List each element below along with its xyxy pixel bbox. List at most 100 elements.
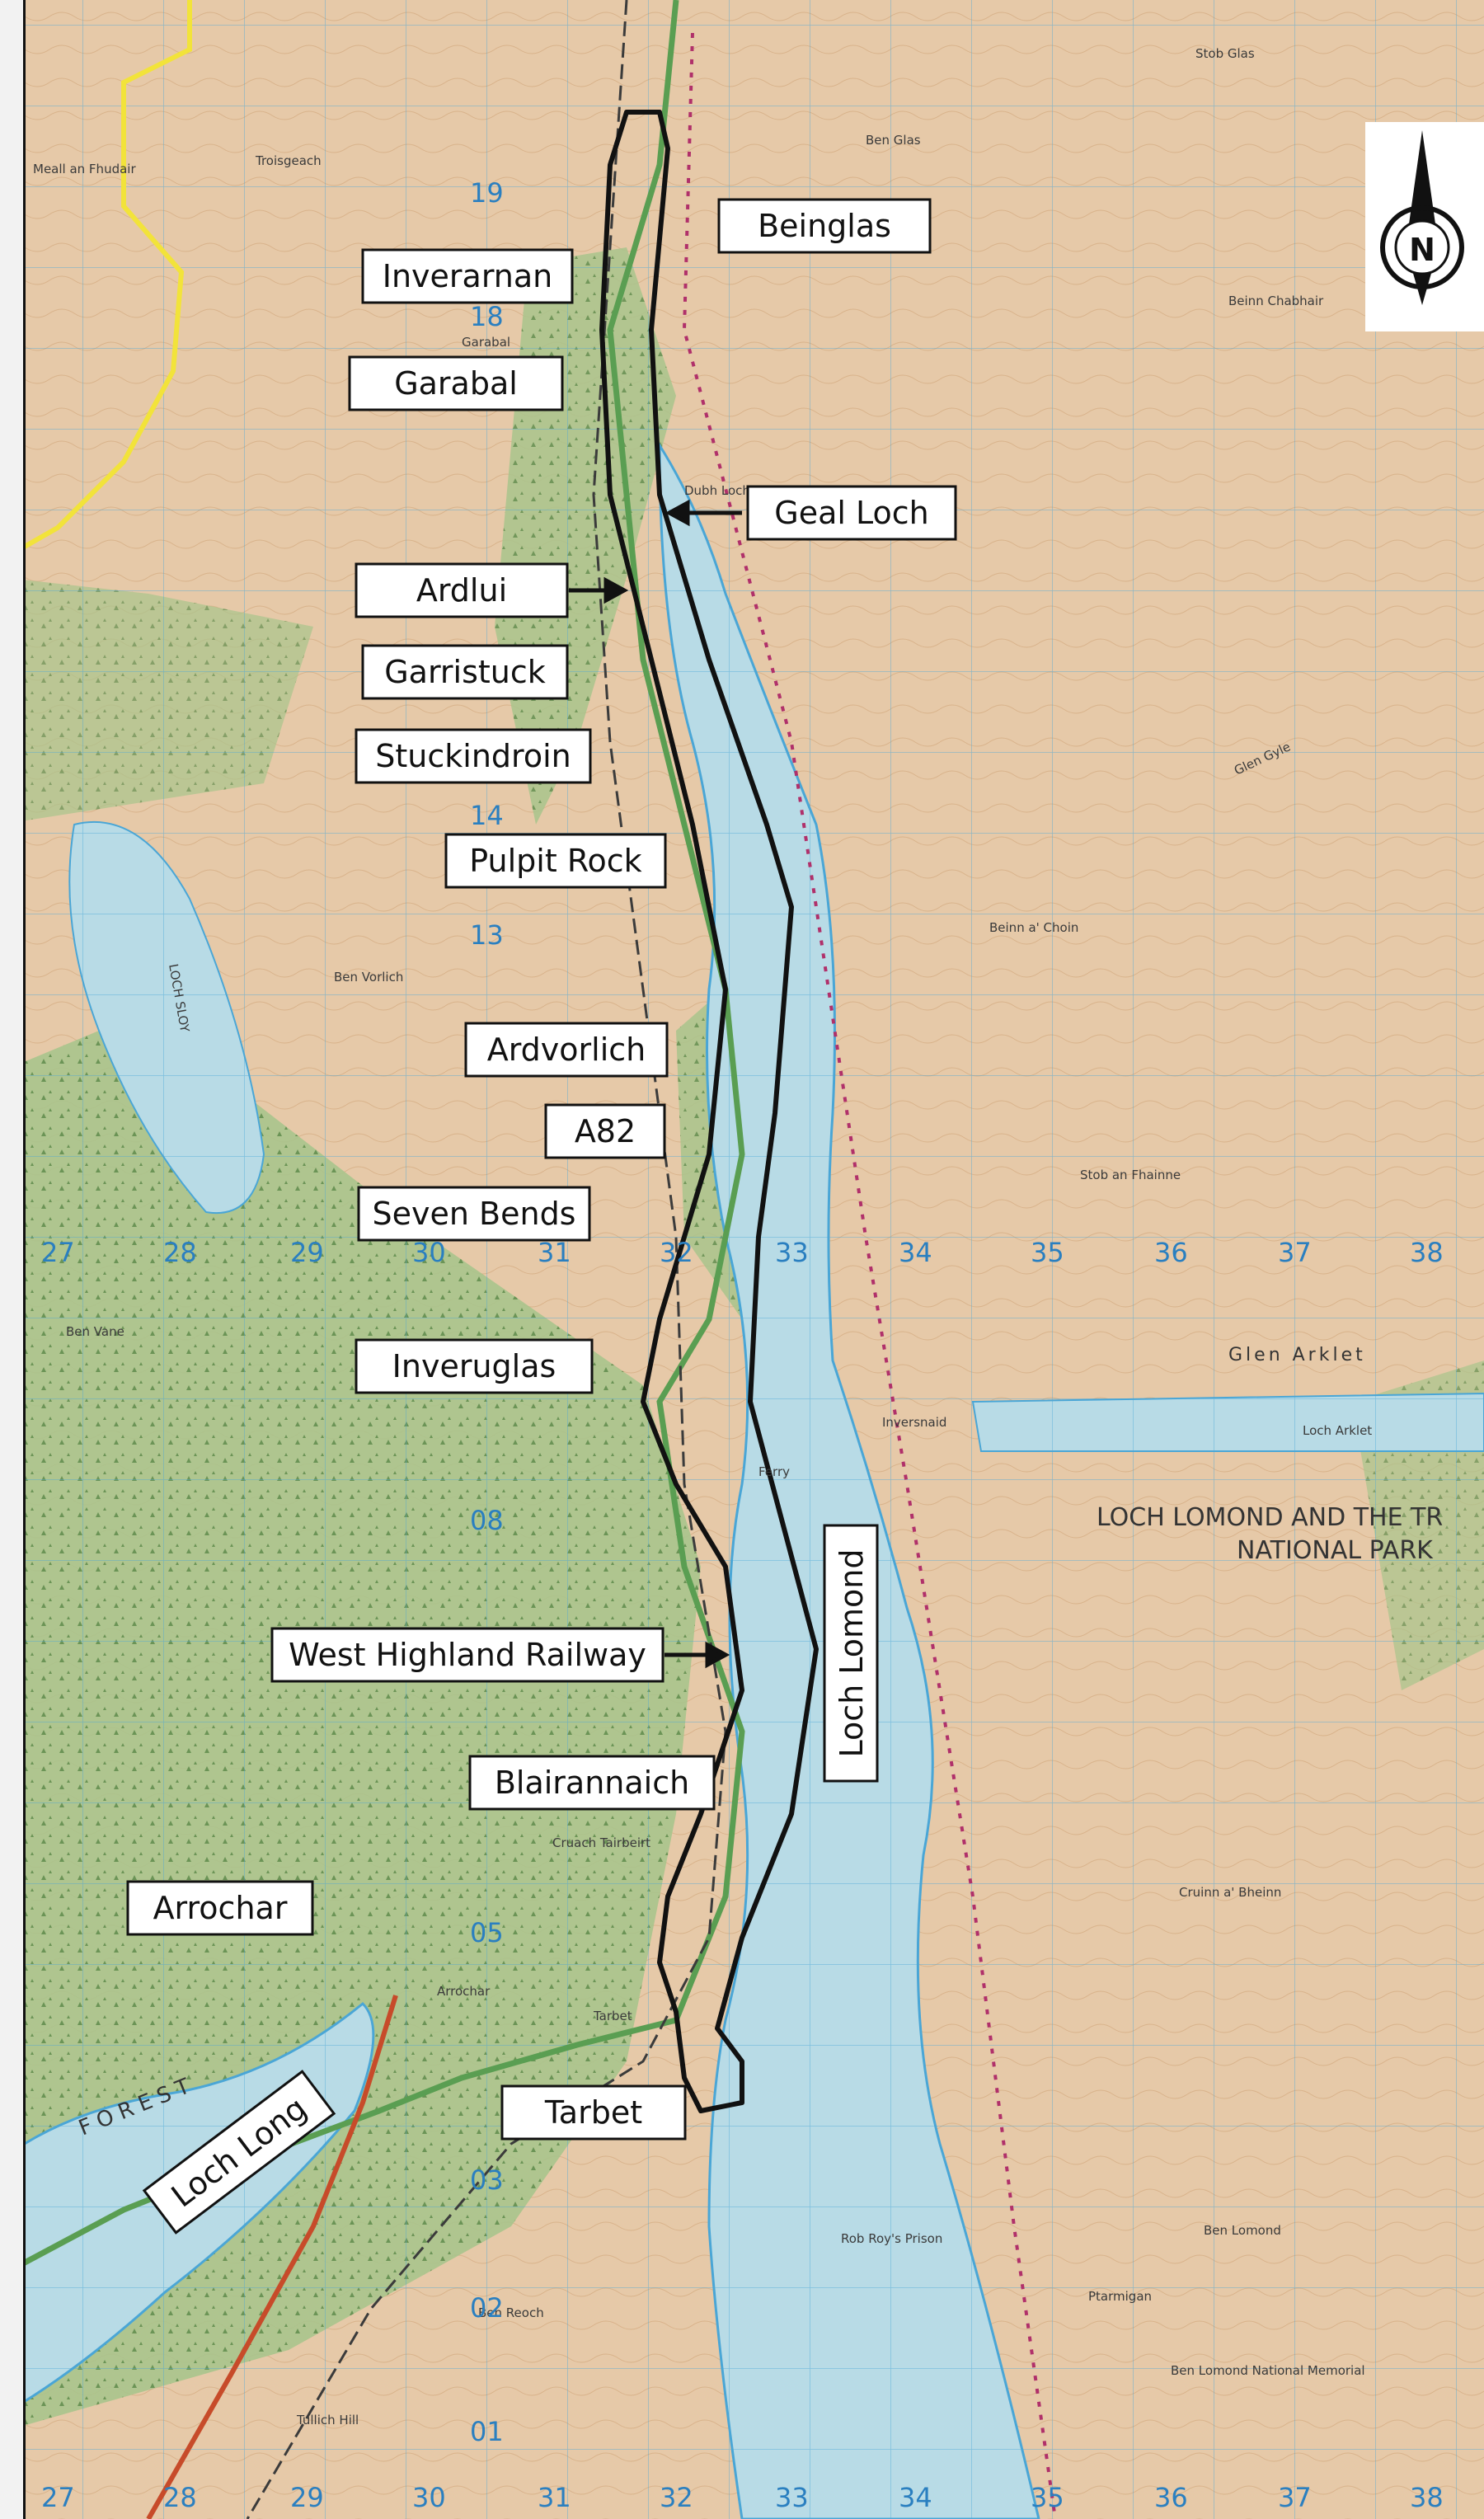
grid-easting-label: 34 [899,1237,932,1268]
ben-reoch-label: Ben Reoch [478,2305,544,2320]
grid-northing-label: 02 [470,2292,504,2324]
callout-garabal: Garabal [348,355,564,411]
grid-northing-label: 08 [470,1505,504,1536]
callout-label: Tarbet [544,2094,642,2131]
grid-northing-label: 13 [470,919,504,951]
cruinn-a-bheinn-label: Cruinn a' Bheinn [1179,1885,1281,1900]
grid-numbers: 2727282829293030313132323333343435353636… [41,177,1444,2513]
grid-easting-label: 27 [41,2482,75,2513]
ben-vane-label: Ben Vane [66,1324,124,1339]
grid-northing-label: 05 [470,1917,504,1948]
grid-easting-label: 28 [163,1237,197,1268]
grid-easting-label: 37 [1278,2482,1312,2513]
grid-easting-label: 35 [1031,2482,1064,2513]
callout-label: Loch Lomond [834,1549,870,1757]
glen-arklet-label: Glen Arklet [1228,1345,1366,1365]
callout-label: Ardlui [416,572,507,609]
callout-label: Arrochar [153,1890,288,1926]
grid-easting-label: 38 [1410,1237,1444,1268]
grid-easting-label: 36 [1154,1237,1188,1268]
grid-easting-label: 38 [1410,2482,1444,2513]
grid-easting-label: 32 [660,1237,693,1268]
callout-label: Garabal [394,365,518,402]
callout-ardvorlich: Ardvorlich [464,1022,669,1078]
callout-label: Blairannaich [495,1765,689,1801]
callout-a82: A82 [544,1103,666,1159]
left-frame [0,0,23,2519]
west-highland-way [682,32,1057,2519]
grid-easting-label: 33 [775,1237,809,1268]
ben-glas-label: Ben Glas [866,133,921,148]
grid-easting-label: 30 [412,2482,446,2513]
ben-lomond-label: Ben Lomond [1204,2223,1281,2238]
study-route-outline [599,110,819,2113]
callout-label: A82 [575,1113,636,1149]
grid-easting-label: 32 [660,2482,693,2513]
compass: N [1365,122,1484,331]
callout-seven-bends: Seven Bends [357,1186,591,1242]
callout-label: Garristuck [384,654,546,690]
callout-beinglas: Beinglas [717,198,932,254]
tarbet-town-label: Tarbet [593,2009,632,2023]
callout-label: Inverarnan [383,258,552,294]
callout-geal-loch: Geal Loch [746,485,957,541]
grid-easting-label: 35 [1031,1237,1064,1268]
ferry-label: Ferry [758,1464,790,1479]
grid-northing-label: 14 [470,800,504,831]
grid-easting-label: 30 [412,1237,446,1268]
grid-easting-label: 37 [1278,1237,1312,1268]
callout-label: Geal Loch [774,495,928,531]
callout-label: Ardvorlich [487,1032,646,1068]
callout-stuckindroin: Stuckindroin [355,728,592,784]
troisgeach-label: Troisgeach [255,153,322,168]
callout-ardlui: Ardlui [355,562,569,618]
grid-easting-label: 29 [290,2482,324,2513]
ben-vorlich-label: Ben Vorlich [334,970,403,985]
park-label-line1: LOCH LOMOND AND THE TR [1097,1503,1443,1532]
railway-arrowhead [705,1641,730,1669]
callout-inveruglas: Inveruglas [355,1338,594,1394]
compass-letter: N [1409,232,1435,268]
callout-label: Beinglas [758,208,891,244]
grid-easting-label: 28 [163,2482,197,2513]
callout-tarbet: Tarbet [500,2084,687,2141]
grid-easting-label: 36 [1154,2482,1188,2513]
tullich-hill-label: Tullich Hill [296,2413,359,2427]
inversnaid-label: Inversnaid [882,1415,946,1430]
arrochar-town-label: Arrochar [437,1984,491,1999]
stob-an-fhainne-label: Stob an Fhainne [1080,1168,1181,1182]
callout-arrochar: Arrochar [126,1880,314,1936]
garabal-hill-label: Garabal [462,335,510,350]
grid-easting-label: 31 [538,2482,571,2513]
callout-label: Pulpit Rock [469,843,641,879]
callout-garristuck: Garristuck [361,644,569,700]
park-boundary [0,0,192,563]
grid-northing-label: 01 [470,2416,504,2447]
meall-an-fhudair-label: Meall an Fhudair [33,162,136,176]
grid-easting-label: 27 [41,1237,75,1268]
cruach-tairbeirt-label: Cruach Tairbeirt [552,1835,650,1850]
left-frame-line [23,0,26,2519]
callout-loch-lomond: Loch Lomond [823,1524,879,1783]
park-label-line2: NATIONAL PARK [1237,1536,1434,1565]
callout-label: Stuckindroin [375,738,571,774]
ben-lomond-memorial-label: Ben Lomond National Memorial [1171,2363,1365,2378]
grid-easting-label: 34 [899,2482,932,2513]
callout-blairannaich: Blairannaich [468,1755,716,1811]
grid-easting-label: 29 [290,1237,324,1268]
grid-northing-label: 03 [470,2164,504,2196]
a83-road [146,1995,398,2519]
beinn-a-choin-label: Beinn a' Choin [989,920,1078,935]
a82-road [0,0,745,2279]
beinn-chabhair-label: Beinn Chabhair [1228,294,1324,308]
callout-west-highland-railway: West Highland Railway [270,1627,665,1683]
railway-line [246,0,727,2519]
grid-easting-label: 31 [538,1237,571,1268]
ptarmigan-label: Ptarmigan [1088,2289,1152,2304]
rob-roys-prison-label: Rob Roy's Prison [841,2231,942,2246]
callout-label: West Highland Railway [289,1637,646,1673]
dubh-lochan-label: Dubh Lochan [684,483,766,498]
